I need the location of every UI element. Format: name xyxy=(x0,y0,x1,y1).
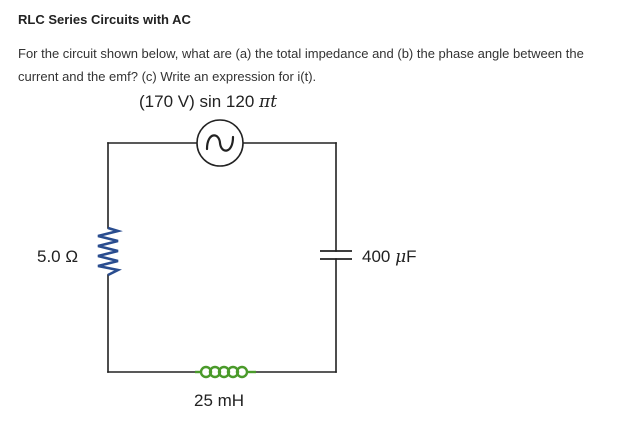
source-label-text: (170 V) sin 120 xyxy=(139,92,259,111)
source-label-symbol: πt xyxy=(258,92,277,112)
resistor-label: 5.0 Ω xyxy=(37,247,78,266)
capacitor-label-value: 400 xyxy=(362,247,395,266)
question-text: For the circuit shown below, what are (a… xyxy=(18,46,584,84)
inductor-label: 25 mH xyxy=(194,391,244,410)
source-label: (170 V) sin 120 πt xyxy=(139,92,277,112)
capacitor-label: 400 μF xyxy=(362,247,417,267)
ac-source-icon xyxy=(196,119,244,167)
circuit-wires xyxy=(107,142,337,373)
section-title: RLC Series Circuits with AC xyxy=(18,12,191,27)
capacitor-label-unit: F xyxy=(406,247,416,266)
capacitor-icon xyxy=(320,250,352,260)
capacitor-label-symbol: μ xyxy=(395,247,406,267)
resistor-icon xyxy=(97,226,123,277)
inductor-icon xyxy=(195,365,256,379)
